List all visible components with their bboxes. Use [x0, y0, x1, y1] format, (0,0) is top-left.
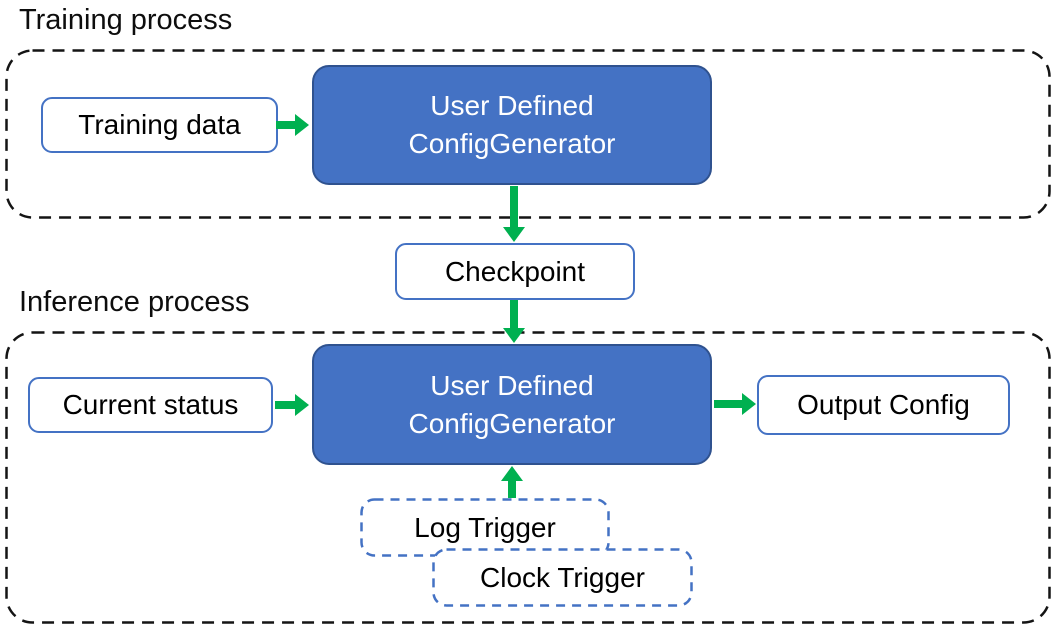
log-trigger-box: Log Trigger [360, 498, 610, 557]
inference-config-generator-box: User Defined ConfigGenerator [312, 344, 712, 465]
clock-trigger-box: Clock Trigger [432, 548, 693, 607]
training-data-box: Training data [41, 97, 278, 153]
current-status-label: Current status [62, 389, 239, 420]
arrow-right-training-data-to-generator-icon [276, 114, 309, 136]
inference-generator-line2: ConfigGenerator [408, 407, 616, 439]
arrow-right-current-status-to-generator-icon [275, 394, 309, 416]
arrow-up-triggers-to-generator-icon [501, 466, 523, 498]
training-process-title: Training process [19, 4, 233, 36]
training-generator-line1: User Defined [430, 90, 594, 121]
arrow-down-generator-to-checkpoint-icon [503, 186, 525, 242]
current-status-box: Current status [28, 377, 273, 433]
log-trigger-label: Log Trigger [414, 511, 556, 543]
inference-process-container [5, 331, 1051, 624]
clock-trigger-label: Clock Trigger [480, 561, 645, 593]
arrow-right-generator-to-output-config-icon [714, 393, 756, 415]
training-data-label: Training data [78, 109, 241, 140]
inference-generator-line1: User Defined [430, 369, 594, 401]
output-config-box: Output Config [757, 375, 1010, 435]
checkpoint-box: Checkpoint [395, 243, 635, 300]
arrow-down-checkpoint-to-generator-icon [503, 300, 525, 343]
training-config-generator-box: User Defined ConfigGenerator [312, 65, 712, 185]
checkpoint-label: Checkpoint [444, 255, 586, 287]
training-generator-line2: ConfigGenerator [408, 128, 616, 159]
output-config-label: Output Config [797, 389, 970, 420]
inference-process-title: Inference process [19, 286, 250, 318]
clock-trigger-dashed-outline [432, 548, 693, 607]
training-process-container [5, 49, 1051, 219]
